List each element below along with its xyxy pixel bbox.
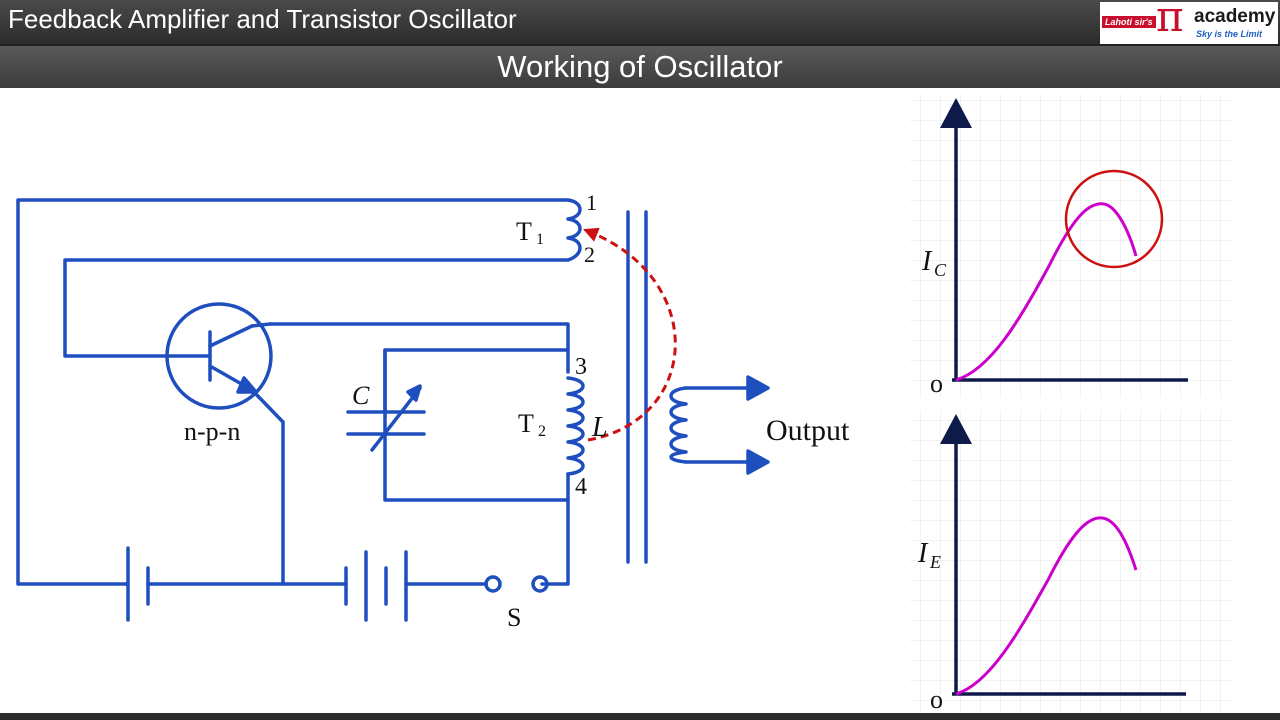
ie-axis-arrow-icon	[940, 414, 972, 444]
output-coil	[669, 386, 688, 464]
terminal-3-label: 3	[575, 354, 587, 380]
subtitle-bar: Working of Oscillator	[0, 44, 1280, 88]
terminal-2-label: 2	[584, 242, 595, 267]
t1-coil	[566, 198, 582, 262]
lecture-title: Feedback Amplifier and Transistor Oscill…	[8, 4, 517, 34]
collector-wire	[268, 322, 570, 374]
emitter-wire	[250, 388, 285, 586]
t1-subscript: 1	[536, 231, 544, 248]
ie-ylabel-sub: E	[929, 552, 941, 572]
ic-ylabel-sub: C	[934, 260, 947, 280]
ie-curve	[955, 516, 1138, 696]
logo-name: academy	[1194, 6, 1276, 27]
academy-logo: Lahoti sir's π academy Sky is the Limit	[1100, 0, 1278, 44]
t2-label: T	[518, 409, 534, 438]
capacitor-label: C	[352, 381, 370, 410]
t2-coil	[566, 376, 585, 476]
ic-axis-arrow-icon	[940, 98, 972, 128]
outer-wire	[16, 198, 570, 586]
t2-subscript: 2	[538, 423, 546, 440]
title-bar: Feedback Amplifier and Transistor Oscill…	[0, 0, 1280, 44]
transistor-label: n-p-n	[184, 417, 240, 446]
logo-tag: Lahoti sir's	[1102, 16, 1156, 28]
feedback-wire	[63, 258, 570, 358]
saturation-highlight-circle	[1064, 169, 1164, 269]
terminal-1-label: 1	[586, 190, 597, 215]
output-arrow-bottom	[746, 449, 770, 475]
ie-origin-label: o	[930, 685, 943, 713]
terminal-4-label: 4	[575, 474, 587, 500]
logo-motto: Sky is the Limit	[1196, 29, 1263, 39]
slide-canvas: 1 2 3 4 T 1 T 2 n-p-n C L S Output I C o…	[16, 94, 1232, 713]
ic-origin-label: o	[930, 369, 943, 398]
ic-curve	[955, 202, 1138, 382]
feedback-arrow	[583, 227, 677, 442]
tank-wire	[383, 348, 570, 502]
output-label: Output	[766, 414, 850, 447]
pi-logo-icon: π	[1156, 0, 1184, 41]
switch-contact-right	[531, 575, 549, 593]
bottom-rail	[540, 472, 570, 586]
ie-ylabel: I	[917, 538, 929, 569]
switch-label: S	[507, 603, 521, 632]
npn-transistor	[165, 302, 273, 410]
bottom-bar	[0, 713, 1280, 720]
oscillator-circuit	[16, 198, 770, 622]
t1-label: T	[516, 217, 532, 246]
output-arrow-top	[746, 375, 770, 401]
ic-ylabel: I	[921, 246, 933, 277]
inductor-label: L	[591, 412, 608, 443]
slide-subtitle: Working of Oscillator	[497, 49, 783, 84]
switch-contact-left	[484, 575, 502, 593]
ic-graph	[910, 94, 1232, 398]
ie-graph	[910, 410, 1232, 712]
